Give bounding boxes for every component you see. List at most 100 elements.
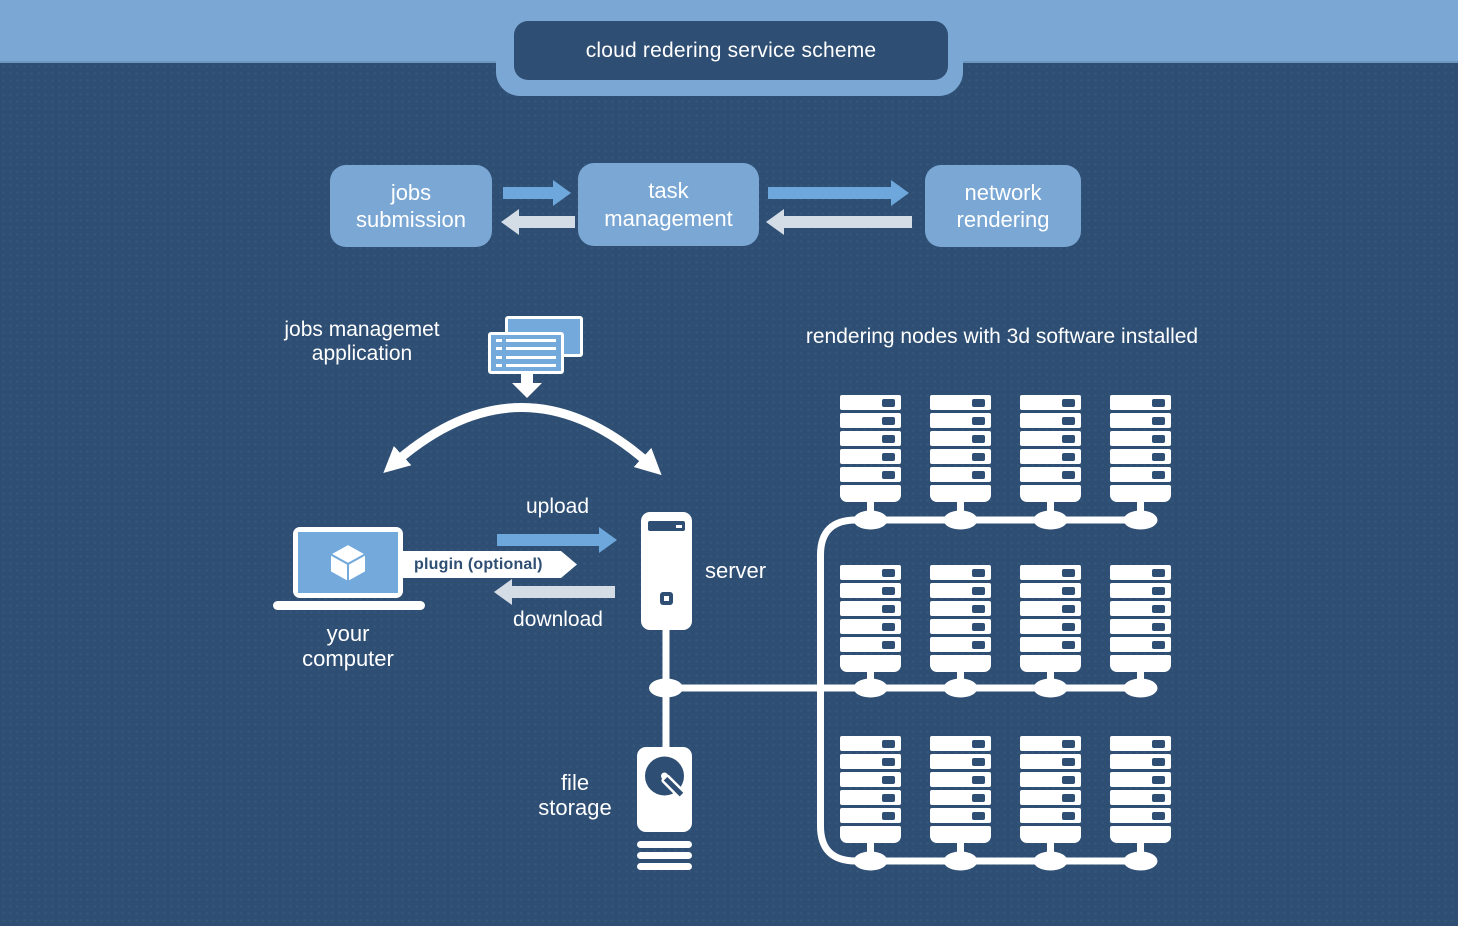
arrow-forward-1-icon <box>503 180 571 206</box>
download-label: download <box>513 608 603 631</box>
server-rack-icon <box>1020 395 1081 502</box>
laptop-base <box>273 601 425 610</box>
rendering-nodes-label: rendering nodes with 3d software install… <box>805 325 1199 348</box>
laptop-icon <box>270 527 430 612</box>
bus-node <box>1033 510 1068 530</box>
bus-node <box>943 510 978 530</box>
rack-led <box>882 811 895 820</box>
bus-node <box>943 678 978 698</box>
rack-led <box>1062 793 1075 802</box>
rack-led <box>1062 586 1075 595</box>
rack-led <box>972 757 985 766</box>
page-title: cloud redering service scheme <box>514 21 948 80</box>
server-rack-icon <box>1110 565 1171 672</box>
file-storage-label: file storage <box>538 770 612 821</box>
server-rack-icon <box>840 395 901 502</box>
rack-led <box>1062 434 1075 443</box>
cube-icon <box>327 542 369 584</box>
bus-node <box>1033 851 1068 871</box>
bus-node <box>853 851 888 871</box>
rack-led <box>1062 811 1075 820</box>
bus-node <box>649 678 683 698</box>
rack-led <box>1152 757 1165 766</box>
rack-led <box>1152 640 1165 649</box>
rack-led <box>972 622 985 631</box>
rack-led <box>882 793 895 802</box>
rack-led <box>1062 416 1075 425</box>
rack-led <box>1152 434 1165 443</box>
rack-led <box>972 640 985 649</box>
upload-arrow-icon <box>497 527 617 553</box>
plugin-banner: plugin (optional) <box>402 551 577 578</box>
server-rack-icon <box>930 395 991 502</box>
rack-led <box>882 640 895 649</box>
jobs-app-label: jobs managemet application <box>284 318 440 365</box>
rack-led <box>882 586 895 595</box>
server-rack-icon <box>840 565 901 672</box>
server-rack-icon <box>1020 736 1081 843</box>
rack-led <box>882 434 895 443</box>
rack-led <box>882 757 895 766</box>
flow-box-network-rendering: network rendering <box>925 165 1081 247</box>
server-rack-icon <box>1020 565 1081 672</box>
rack-led <box>1152 416 1165 425</box>
arrow-forward-2-icon <box>768 180 909 206</box>
rack-led <box>882 568 895 577</box>
rack-led <box>972 604 985 613</box>
server-slot <box>648 521 685 531</box>
rack-led <box>1062 757 1075 766</box>
down-arrow-icon <box>521 374 533 384</box>
bus-node <box>853 678 888 698</box>
flow-box-jobs-submission: jobs submission <box>330 165 492 247</box>
rack-led <box>882 398 895 407</box>
rack-led <box>882 739 895 748</box>
rack-led <box>1152 622 1165 631</box>
hdd-stripe <box>637 852 692 859</box>
rack-led <box>972 586 985 595</box>
rack-led <box>1152 470 1165 479</box>
hdd-stripe <box>637 863 692 870</box>
flow-box-task-management: task management <box>578 163 759 246</box>
rack-led <box>972 739 985 748</box>
server-rack-icon <box>1110 736 1171 843</box>
rack-led <box>1152 586 1165 595</box>
rack-led <box>1062 640 1075 649</box>
bus-node <box>1123 678 1158 698</box>
rack-led <box>972 568 985 577</box>
rack-led <box>1152 775 1165 784</box>
rack-led <box>1062 739 1075 748</box>
rack-led <box>1062 604 1075 613</box>
rack-led <box>1152 604 1165 613</box>
server-rack-icon <box>930 736 991 843</box>
rack-led <box>1152 452 1165 461</box>
rack-led <box>882 470 895 479</box>
bus-node <box>853 510 888 530</box>
rack-led <box>1062 452 1075 461</box>
rack-led <box>1062 775 1075 784</box>
rack-led <box>1152 811 1165 820</box>
rack-led <box>972 775 985 784</box>
rack-led <box>882 775 895 784</box>
server-rack-icon <box>1110 395 1171 502</box>
rack-led <box>882 452 895 461</box>
rack-led <box>1062 398 1075 407</box>
rack-led <box>1062 470 1075 479</box>
bus-node <box>1123 510 1158 530</box>
rack-led <box>972 398 985 407</box>
rack-led <box>972 793 985 802</box>
hdd-icon <box>637 747 692 870</box>
server-rack-icon <box>930 565 991 672</box>
rack-led <box>1062 622 1075 631</box>
server-tower-icon <box>641 512 692 630</box>
rack-led <box>882 604 895 613</box>
rack-led <box>882 622 895 631</box>
rack-led <box>1152 398 1165 407</box>
arrow-back-1-icon <box>501 209 575 235</box>
window-front-icon <box>488 332 564 374</box>
rack-led <box>972 416 985 425</box>
bus-node <box>1123 851 1158 871</box>
server-label: server <box>705 558 767 583</box>
bus-node <box>943 851 978 871</box>
arrow-back-2-icon <box>766 209 912 235</box>
